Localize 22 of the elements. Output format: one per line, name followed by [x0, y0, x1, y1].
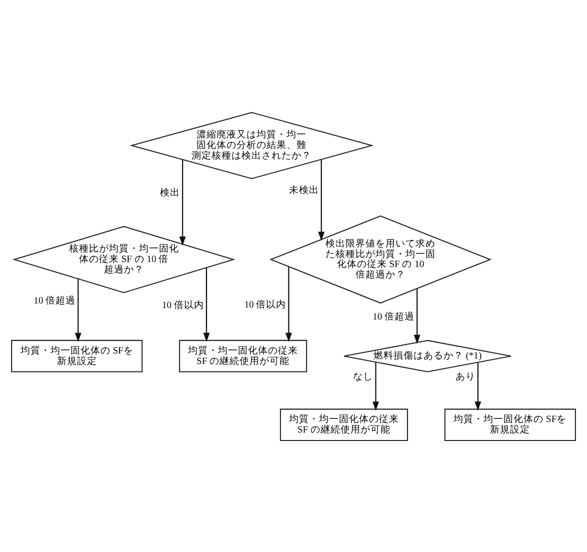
node-diamond: 核種比が均質・均一固化体の従来 SF の 10 倍超過か？ [12, 225, 236, 293]
node-box: 均質・均一固化体の従来SF の継続使用が可能 [179, 339, 308, 372]
arrow [74, 278, 82, 342]
node-diamond: 濃縮廃液又は均質・均一固化体の分析の結果、難測定核種は検出されたか？ [130, 111, 374, 179]
arrow [203, 267, 210, 342]
node-box: 均質・均一固化体の SFを新規設定 [11, 339, 143, 372]
edge-label: あり [455, 370, 476, 382]
edge-label: 未検出 [288, 184, 319, 196]
arrow [285, 266, 292, 342]
edge-label: 10 倍超過 [372, 311, 415, 322]
node-diamond: 燃料損傷はあるか？ (*1) [344, 339, 512, 372]
edge-label: 10 倍以内 [162, 300, 204, 311]
node-box: 均質・均一固化体の SFを新規設定 [444, 408, 576, 441]
arrow [318, 159, 325, 240]
arrow [179, 159, 186, 246]
arrow [414, 288, 420, 344]
edge-label: 検出 [160, 187, 180, 198]
arrow [474, 362, 482, 410]
edge-label: なし [353, 370, 374, 382]
arrow [372, 362, 379, 410]
edge-label: 10 倍超過 [34, 294, 76, 306]
node-box: 均質・均一固化体の従来SF の継続使用が可能 [280, 408, 408, 441]
